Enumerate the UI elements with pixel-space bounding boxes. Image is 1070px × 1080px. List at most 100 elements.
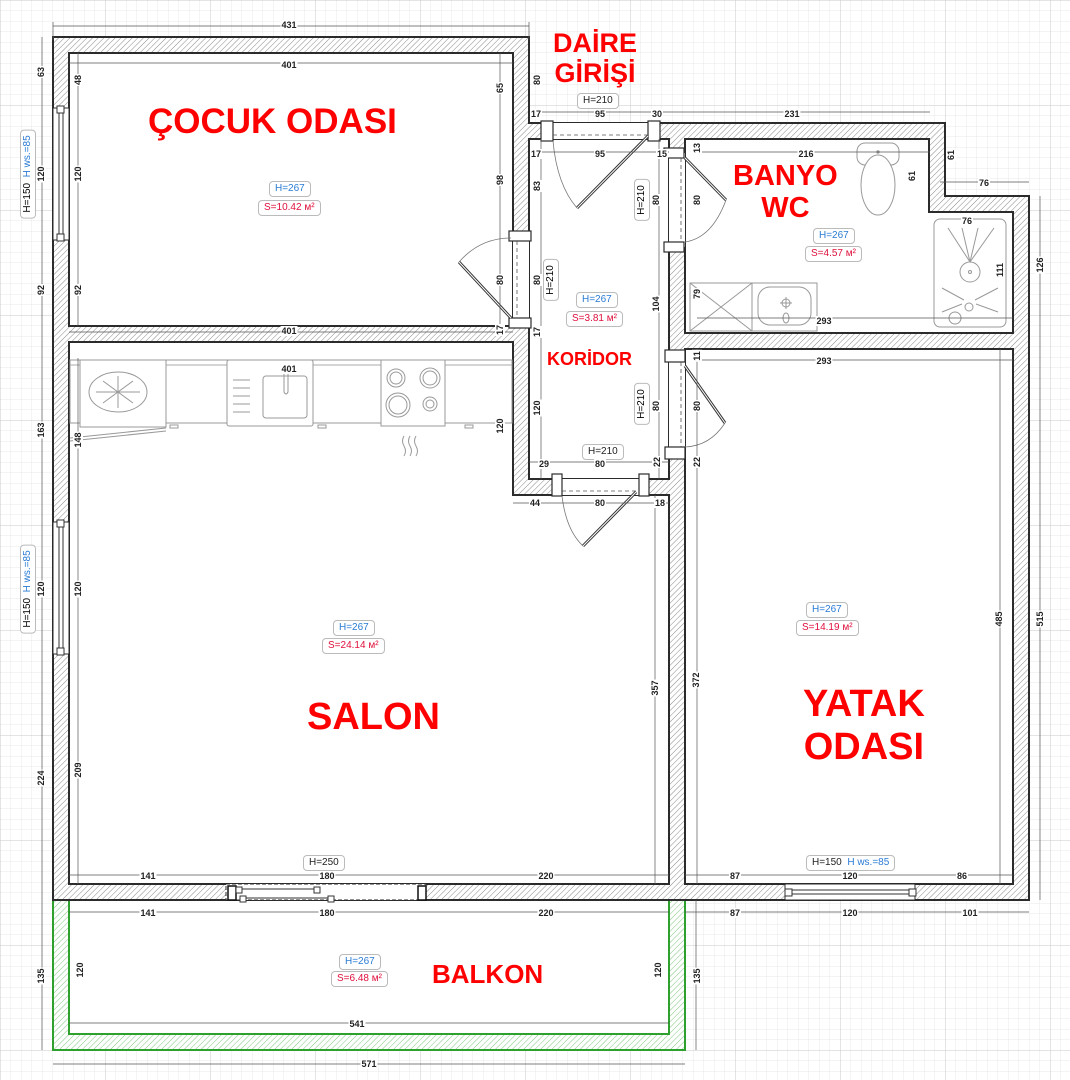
dim-cor-80a: 80 xyxy=(532,273,542,287)
dim-bath-80: 80 xyxy=(692,193,702,207)
dim-salon-80b: 80 xyxy=(593,498,607,508)
height-tag-yatak: H=267 xyxy=(806,602,848,618)
dim-bed-485: 485 xyxy=(994,610,1004,628)
door-tag-entry: H=210 xyxy=(577,93,619,109)
dim-bath-61a: 61 xyxy=(907,169,917,183)
dim-entry-13: 13 xyxy=(692,141,702,155)
dim-bath-293: 293 xyxy=(815,316,833,326)
bedroom-window[interactable] xyxy=(784,883,917,901)
dim-cor-80d: 80 xyxy=(692,399,702,413)
dim-kitchen-120: 120 xyxy=(495,417,505,435)
dim-bath-111: 111 xyxy=(995,261,1005,279)
dim-left-48: 48 xyxy=(73,73,83,87)
window-tag-bedroom: H=150 H ws.=85 xyxy=(806,855,896,871)
dim-bed-22b: 22 xyxy=(692,455,702,469)
dim-child-right-80: 80 xyxy=(495,273,505,287)
dim-child-right-65: 65 xyxy=(495,81,505,95)
room-salon-floor xyxy=(68,341,670,885)
kitchen-sink-icon xyxy=(226,359,314,427)
dim-bed-120b: 120 xyxy=(841,908,859,918)
room-label-yatak-line1: YATAK xyxy=(803,683,925,725)
window-tag-salon-h: H=150 xyxy=(22,597,33,628)
dim-salon-357: 357 xyxy=(650,679,660,697)
dim-salon-left-120a: 120 xyxy=(36,580,46,598)
dim-bed-120a: 120 xyxy=(841,871,859,881)
child-room-door[interactable] xyxy=(457,230,532,329)
window-tag-child-ws: H ws.=85 xyxy=(22,135,33,178)
room-label-koridor: KORİDOR xyxy=(547,349,632,369)
dim-bath-216: 216 xyxy=(797,149,815,159)
room-label-giris: DAİRE GİRİŞİ xyxy=(553,28,637,88)
dim-balc-180: 180 xyxy=(318,908,336,918)
height-tag-banyo: H=267 xyxy=(813,228,855,244)
area-tag-yatak: S=14.19 м² xyxy=(796,620,859,636)
dim-balc-135a: 135 xyxy=(36,967,46,985)
dim-salon-220a: 220 xyxy=(537,871,555,881)
dim-bed-86: 86 xyxy=(955,871,969,881)
height-tag-balkon: H=267 xyxy=(339,954,381,970)
dim-left-63: 63 xyxy=(36,65,46,79)
door-tag-child: H=210 xyxy=(543,259,559,301)
area-tag-koridor: S=3.81 м² xyxy=(566,311,623,327)
dim-left-224: 224 xyxy=(36,769,46,787)
bath-door[interactable] xyxy=(663,147,728,253)
dim-bed-87a: 87 xyxy=(728,871,742,881)
dim-left-92b: 92 xyxy=(73,283,83,297)
dim-entry-17b: 17 xyxy=(529,149,543,159)
balcony-sliding-door[interactable] xyxy=(225,883,427,903)
dim-cor-120: 120 xyxy=(532,399,542,417)
dim-balc-541: 541 xyxy=(348,1019,366,1029)
door-tag-bedroom-text: H=210 xyxy=(636,389,647,419)
washbasin-icon xyxy=(751,282,818,332)
room-label-giris-line1: DAİRE xyxy=(553,28,638,58)
room-label-banyo-line1: BANYO xyxy=(733,160,838,192)
area-tag-banyo: S=4.57 м² xyxy=(805,246,862,262)
dim-top-total: 431 xyxy=(280,20,298,30)
dim-child-right-98: 98 xyxy=(495,173,505,187)
shower-tray-icon xyxy=(933,218,1007,328)
dim-bed-22a: 22 xyxy=(652,455,662,469)
room-label-banyo: BANYO WC xyxy=(733,160,838,225)
dim-kitchen: 401 xyxy=(280,364,298,374)
room-yatak-floor xyxy=(684,348,1014,885)
dim-bath-76a: 76 xyxy=(977,178,991,188)
dim-salon-141a: 141 xyxy=(139,871,157,881)
dim-left-120b: 120 xyxy=(73,165,83,183)
salon-door[interactable] xyxy=(551,473,650,548)
dim-bath-126: 126 xyxy=(1035,256,1045,274)
dim-bed-372: 372 xyxy=(691,671,701,689)
dim-cor-104: 104 xyxy=(651,295,661,313)
child-room-window[interactable] xyxy=(52,105,70,242)
dim-bed-293: 293 xyxy=(815,356,833,366)
room-label-yatak: YATAK ODASI xyxy=(803,683,925,768)
entry-door[interactable] xyxy=(540,120,661,210)
area-tag-balkon: S=6.48 м² xyxy=(331,971,388,987)
dim-bath-61b: 61 xyxy=(946,148,956,162)
dim-child-right-17: 17 xyxy=(495,323,505,337)
dim-cor-83: 83 xyxy=(532,179,542,193)
stove-icon xyxy=(380,359,446,457)
dim-cor-17: 17 xyxy=(532,325,542,339)
dim-entry-95b: 95 xyxy=(593,149,607,159)
refrigerator-icon xyxy=(69,359,167,442)
dim-balc-135b: 135 xyxy=(692,967,702,985)
window-tag-bedroom-ws: H ws.=85 xyxy=(847,857,890,868)
dim-bed-101: 101 xyxy=(961,908,979,918)
dim-bath-76b: 76 xyxy=(960,216,974,226)
door-tag-bath: H=210 xyxy=(634,179,650,221)
salon-window[interactable] xyxy=(52,519,70,656)
dim-bottom-571: 571 xyxy=(360,1059,378,1069)
dim-entry-95a: 95 xyxy=(593,109,607,119)
door-tag-balcony: H=250 xyxy=(303,855,345,871)
height-tag-koridor: H=267 xyxy=(576,292,618,308)
walls xyxy=(52,36,1030,901)
dim-bed-87b: 87 xyxy=(728,908,742,918)
dim-salon-44: 44 xyxy=(528,498,542,508)
dim-bath-79: 79 xyxy=(692,287,702,301)
dim-salon-80a: 80 xyxy=(593,459,607,469)
dim-child-bottom: 401 xyxy=(280,326,298,336)
window-tag-bedroom-h: H=150 xyxy=(812,857,842,868)
height-tag-salon: H=267 xyxy=(333,620,375,636)
bedroom-door[interactable] xyxy=(664,349,727,460)
